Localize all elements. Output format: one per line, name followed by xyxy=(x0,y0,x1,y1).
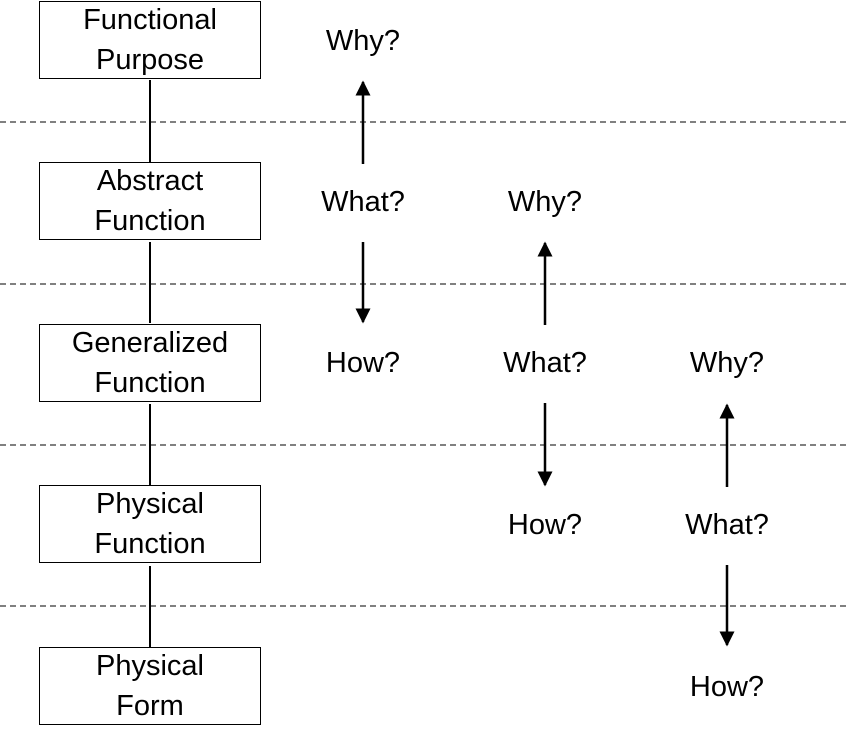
level-label-line1: Physical xyxy=(96,488,204,520)
why-label: Why? xyxy=(689,347,765,379)
what-label: What? xyxy=(503,347,587,379)
how-label: How? xyxy=(325,347,401,379)
level-box-functional-purpose: Functional Purpose xyxy=(39,1,261,79)
level-label-line1: Functional xyxy=(83,4,217,36)
level-box-generalized-function: Generalized Function xyxy=(39,324,261,402)
level-label-line1: Physical xyxy=(96,650,204,682)
how-label: How? xyxy=(689,671,765,703)
level-label-line2: Purpose xyxy=(95,44,204,76)
why-label: Why? xyxy=(325,25,401,57)
level-box-physical-form: Physical Form xyxy=(39,647,261,725)
level-label-line2: Function xyxy=(94,205,206,237)
how-label: How? xyxy=(507,509,583,541)
level-label-line1: Abstract xyxy=(96,165,204,197)
what-label: What? xyxy=(685,509,769,541)
level-label-line1: Generalized xyxy=(71,327,229,359)
level-label-line2: Function xyxy=(94,528,206,560)
why-label: Why? xyxy=(507,186,583,218)
what-label: What? xyxy=(321,186,405,218)
level-box-physical-function: Physical Function xyxy=(39,485,261,563)
level-box-abstract-function: Abstract Function xyxy=(39,162,261,240)
level-label-line2: Function xyxy=(94,367,206,399)
level-label-line2: Form xyxy=(116,690,184,722)
